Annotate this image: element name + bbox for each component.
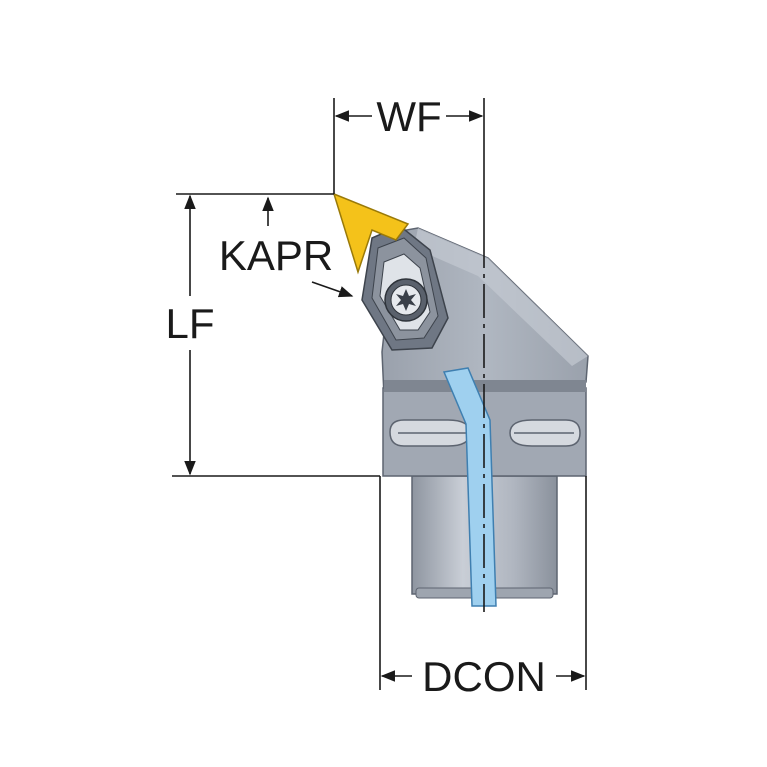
holder-chamfer-shade [414,228,588,366]
dimension-lines [172,98,587,690]
triangular-insert-icon [332,192,410,275]
torx-screw-icon [384,278,428,322]
dcon-label: DCON [422,653,546,700]
wf-label: WF [376,93,441,140]
right-clamp-slot [509,419,581,447]
kapr-arrow-diagonal [311,281,354,298]
kapr-label: KAPR [219,232,333,279]
holder-step [384,380,586,392]
left-clamp-slot [389,419,471,447]
lf-label: LF [165,300,214,347]
coolant-channel [442,367,497,607]
